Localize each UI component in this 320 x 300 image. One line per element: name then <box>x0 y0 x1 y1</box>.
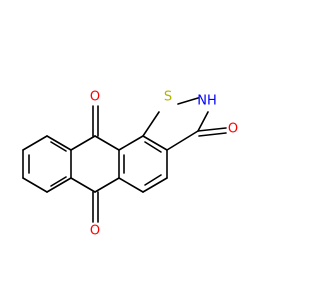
molecule-canvas: O O O S NH <box>22 89 239 239</box>
bond <box>142 177 168 193</box>
bond <box>142 135 168 151</box>
bond-lines <box>22 97 227 223</box>
atom-labels: O O O S NH <box>90 90 238 239</box>
bond <box>166 130 199 151</box>
bond <box>70 135 96 151</box>
oxygen-atom-bottom: O <box>90 224 100 239</box>
nitrogen-atom: NH <box>197 94 217 109</box>
oxygen-atom-right: O <box>228 122 238 137</box>
bond <box>46 177 72 193</box>
bond <box>70 177 96 193</box>
bond <box>118 177 144 193</box>
oxygen-atom-top: O <box>90 90 100 105</box>
bond <box>94 177 120 193</box>
bond <box>144 174 162 186</box>
sulfur-atom: S <box>164 90 172 105</box>
bond <box>118 135 144 151</box>
bond <box>197 127 227 132</box>
bond <box>198 132 227 137</box>
bond <box>22 177 48 193</box>
bond <box>177 97 199 105</box>
bond <box>50 141 67 152</box>
bond <box>46 135 72 151</box>
molecule-structure: O O O S NH <box>22 90 238 239</box>
bond <box>197 111 209 132</box>
bond <box>22 135 48 151</box>
bond <box>142 111 160 137</box>
bond <box>144 141 162 153</box>
bond <box>50 176 67 187</box>
bond <box>94 135 120 151</box>
